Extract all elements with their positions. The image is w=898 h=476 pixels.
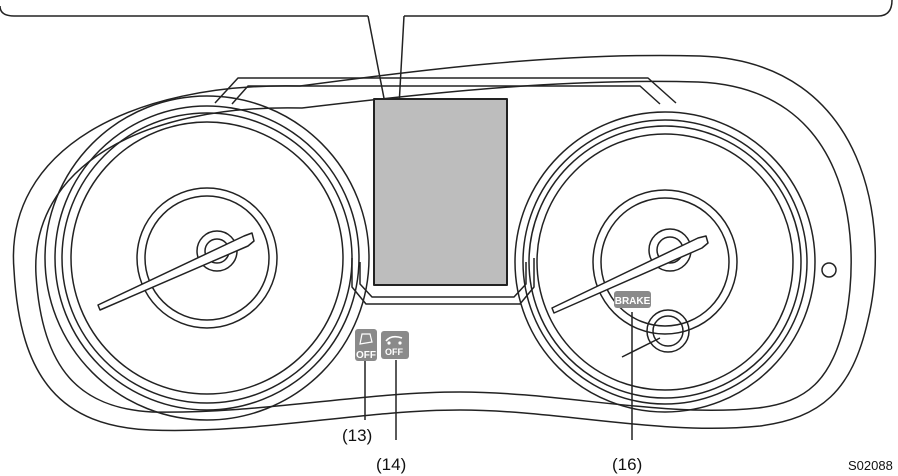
callout-box [0, 0, 893, 17]
lower-bezel-inner [359, 262, 527, 298]
indicator-16-text: BRAKE [615, 296, 651, 307]
figure-code: S02088 [848, 458, 893, 473]
multi-function-display [373, 98, 508, 286]
sub-gauge-pointer [621, 337, 661, 358]
sub-gauge-inner [652, 315, 684, 347]
callout-label-13: (13) [342, 426, 373, 445]
right-gauge [514, 111, 816, 413]
indicator-13-text: OFF [356, 350, 376, 361]
indicator-14-text: OFF [385, 347, 403, 357]
reset-knob [821, 262, 837, 278]
callout-label-14: (14) [376, 455, 407, 474]
sub-gauge [646, 309, 690, 353]
right-gauge-needle [551, 235, 709, 314]
left-gauge-needle [97, 232, 255, 311]
indicator-14-vdc-off: OFF [381, 331, 409, 359]
indicator-16-brake: BRAKE [614, 291, 651, 308]
left-gauge [44, 95, 370, 421]
lower-bezel [351, 258, 535, 305]
upper-bezel [214, 77, 677, 104]
cluster-housing-inner [35, 80, 852, 413]
upper-bezel-inner [231, 85, 661, 105]
callout-label-16: (16) [612, 455, 643, 474]
indicator-13-off: OFF [355, 329, 377, 361]
